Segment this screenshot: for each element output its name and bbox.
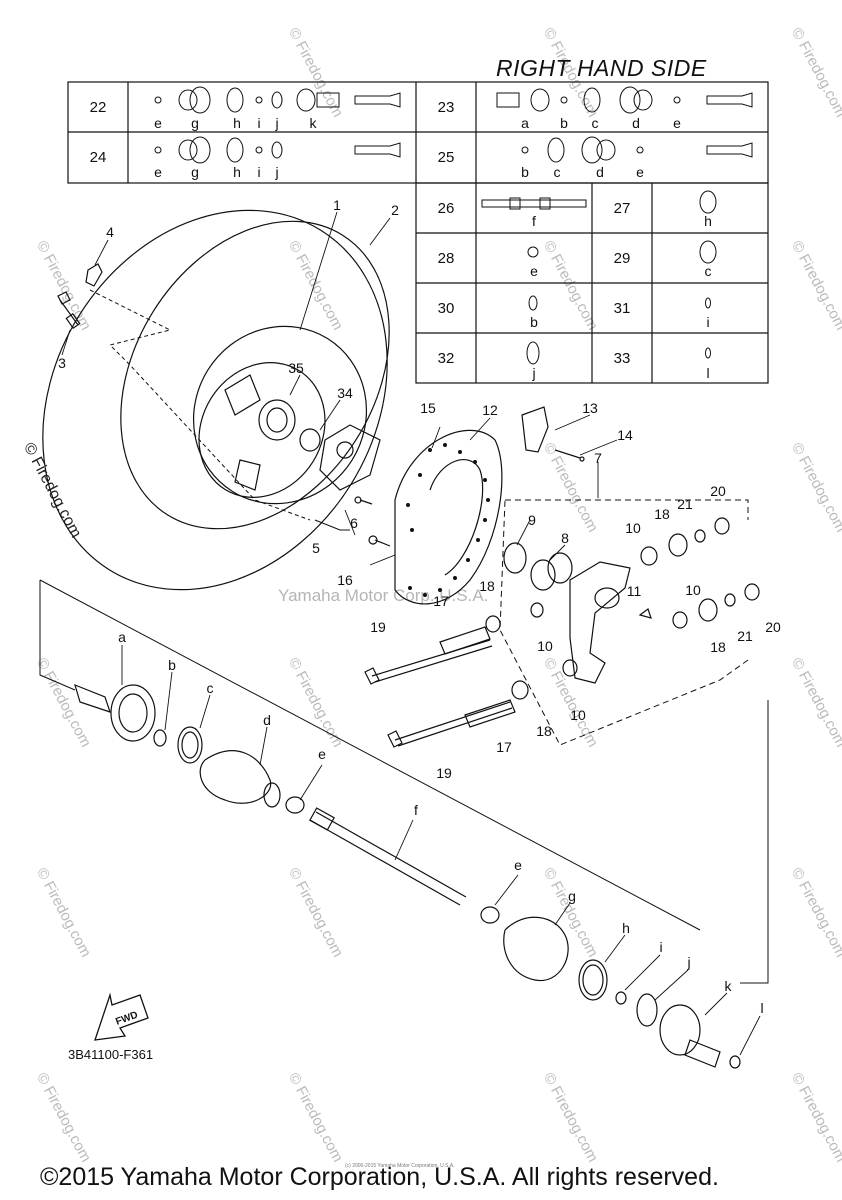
kit-31-number: 31 xyxy=(614,300,631,317)
kit-28-number: 28 xyxy=(438,250,455,267)
kit-24-letter: g xyxy=(191,164,199,180)
kit-25-letter: c xyxy=(554,164,561,180)
callout-2: 2 xyxy=(391,202,399,218)
kit-28-letter: e xyxy=(530,263,538,279)
kit-24-letter: i xyxy=(257,164,260,180)
kit-22-letter: e xyxy=(154,115,162,131)
callout-5: 5 xyxy=(312,540,320,556)
callout-10: 10 xyxy=(685,582,701,598)
callout-10: 10 xyxy=(537,638,553,654)
kit-30-letter: b xyxy=(530,314,538,330)
callout-10: 10 xyxy=(625,520,641,536)
kit-23-letter: a xyxy=(521,115,529,131)
copyright: ©2015 Yamaha Motor Corporation, U.S.A. A… xyxy=(40,1163,719,1191)
kit-33-number: 33 xyxy=(614,350,631,367)
callout-34: 34 xyxy=(337,385,353,401)
callout-18: 18 xyxy=(710,639,726,655)
kit-26-number: 26 xyxy=(438,200,455,217)
callout-i: i xyxy=(659,939,662,955)
callout-12: 12 xyxy=(482,402,498,418)
knuckle-group-box xyxy=(499,499,749,746)
kit-31-letter: i xyxy=(706,314,709,330)
kit-26-letter: f xyxy=(532,213,536,229)
kit-33-letter: l xyxy=(706,365,709,381)
kit-25-letter: d xyxy=(596,164,604,180)
callout-d: d xyxy=(263,712,271,728)
kit-24-letter: j xyxy=(274,164,278,180)
callout-17: 17 xyxy=(496,739,512,755)
kit-22-letter: g xyxy=(191,115,199,131)
kit-22-letter: k xyxy=(310,115,318,131)
callout-18: 18 xyxy=(479,578,495,594)
callout-18: 18 xyxy=(654,506,670,522)
kit-22-letter: i xyxy=(257,115,260,131)
callout-c: c xyxy=(207,680,214,696)
kit-24-letter: e xyxy=(154,164,162,180)
kit-24-letter: h xyxy=(233,164,241,180)
kit-23-letter: d xyxy=(632,115,640,131)
callout-g: g xyxy=(568,888,576,904)
kit-22-letter: j xyxy=(274,115,278,131)
callout-11: 11 xyxy=(627,583,642,599)
callout-8: 8 xyxy=(561,530,569,546)
callout-h: h xyxy=(622,920,630,936)
callout-b: b xyxy=(168,657,176,673)
callout-a: a xyxy=(118,629,126,645)
reference-code: 3B41100-F361 xyxy=(68,1047,154,1062)
kit-22-number: 22 xyxy=(90,99,107,116)
callout-l: l xyxy=(760,1000,763,1016)
callout-6: 6 xyxy=(350,515,358,531)
kit-25-letter: e xyxy=(636,164,644,180)
callout-e: e xyxy=(514,857,522,873)
callout-21: 21 xyxy=(677,496,693,512)
watermark-center: Yamaha Motor Corp. U.S.A. xyxy=(278,586,489,605)
callout-1: 1 xyxy=(333,197,341,213)
kit-23-letter: b xyxy=(560,115,568,131)
kit-32-number: 32 xyxy=(438,350,455,367)
callout-13: 13 xyxy=(582,400,598,416)
exploded-line xyxy=(39,579,769,984)
kit-24-number: 24 xyxy=(90,149,107,166)
fwd-arrow-icon: FWD xyxy=(94,992,149,1041)
callout-k: k xyxy=(725,978,733,994)
callout-16: 16 xyxy=(337,572,353,588)
wheel-tire xyxy=(42,209,390,591)
kit-27-number: 27 xyxy=(614,200,631,217)
kit-23-letter: e xyxy=(673,115,681,131)
callout-19: 19 xyxy=(436,765,452,781)
callout-f: f xyxy=(414,802,418,818)
callout-20: 20 xyxy=(710,483,726,499)
kit-25-letter: b xyxy=(521,164,529,180)
small-print: (c) 2000-2015 Yamaha Motor Corporation, … xyxy=(345,1163,455,1169)
callout-17: 17 xyxy=(433,593,449,609)
callout-18: 18 xyxy=(536,723,552,739)
kit-22-letter: h xyxy=(233,115,241,131)
kit-23-letter: c xyxy=(592,115,599,131)
page-title: RIGHT HAND SIDE xyxy=(496,55,707,81)
kit-32-letter: j xyxy=(531,365,535,381)
kit-27-letter: h xyxy=(704,213,712,229)
callout-7: 7 xyxy=(594,450,602,466)
kit-30-number: 30 xyxy=(438,300,455,317)
callout-19: 19 xyxy=(370,619,386,635)
brake-disc xyxy=(394,429,503,605)
callout-j: j xyxy=(686,954,690,970)
callout-15: 15 xyxy=(420,400,436,416)
callout-4: 4 xyxy=(106,224,114,240)
kit-23-number: 23 xyxy=(438,99,455,116)
callout-3: 3 xyxy=(58,355,66,371)
kit-29-number: 29 xyxy=(614,250,631,267)
kit-29-letter: c xyxy=(705,263,712,279)
callout-e: e xyxy=(318,746,326,762)
callout-14: 14 xyxy=(617,427,633,443)
callout-21: 21 xyxy=(737,628,753,644)
callout-9: 9 xyxy=(528,512,536,528)
callout-20: 20 xyxy=(765,619,781,635)
kit-reference-table xyxy=(67,81,769,384)
callout-35: 35 xyxy=(288,360,304,376)
kit-25-number: 25 xyxy=(438,149,455,166)
callout-10: 10 xyxy=(570,707,586,723)
